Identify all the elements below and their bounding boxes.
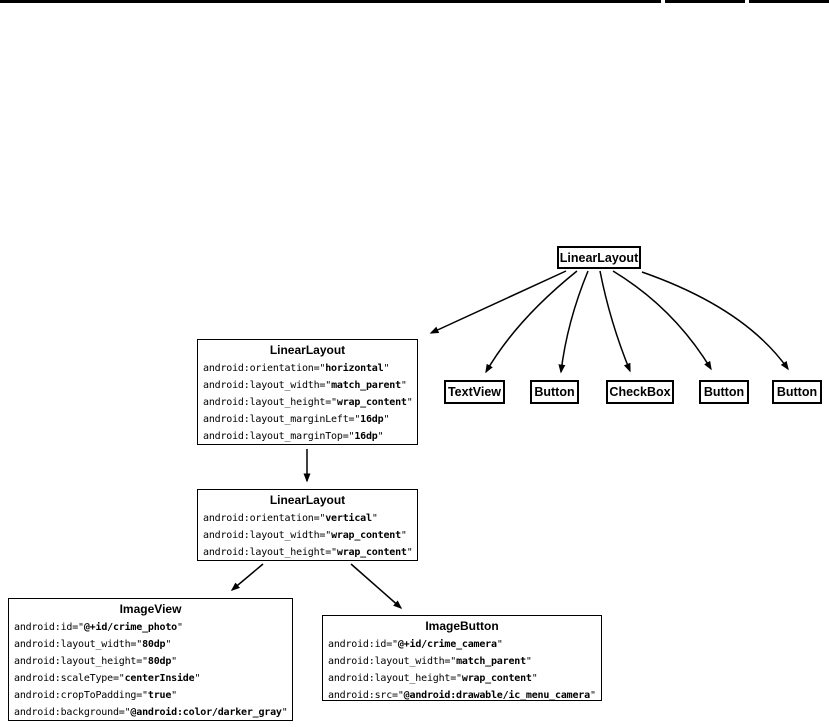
- page-edge-gap: [661, 0, 665, 3]
- page-edge-gap: [745, 0, 749, 3]
- attr-id: android:id="@+id/crime_camera": [328, 639, 503, 650]
- node-button-1: Button: [530, 380, 579, 404]
- node-title: CheckBox: [609, 385, 671, 399]
- attr-background: android:background="@android:color/darke…: [14, 707, 288, 718]
- node-button-2: Button: [699, 380, 749, 404]
- node-title: ImageButton: [425, 619, 499, 633]
- edge-root-to-textview: [485, 270, 578, 374]
- attr-layout-height: android:layout_height="80dp": [14, 656, 177, 667]
- node-title: Button: [703, 385, 745, 399]
- attr-layout-width: android:layout_width="match_parent": [203, 380, 407, 391]
- node-root-linearlayout: LinearLayout: [557, 246, 641, 269]
- node-linearlayout-horizontal: LinearLayout android:orientation="horizo…: [197, 339, 418, 445]
- edge-vlayout-to-imagebutton: [350, 563, 403, 609]
- attr-layout-margin-top: android:layout_marginTop="16dp": [203, 431, 384, 442]
- attr-layout-height: android:layout_height="wrap_content": [203, 397, 413, 408]
- node-textview: TextView: [444, 380, 505, 404]
- attr-src: android:src="@android:drawable/ic_menu_c…: [328, 690, 596, 701]
- attr-crop-to-padding: android:cropToPadding="true": [14, 690, 177, 701]
- attr-layout-width: android:layout_width="80dp": [14, 639, 172, 650]
- attr-layout-height: android:layout_height="wrap_content": [203, 547, 413, 558]
- node-linearlayout-vertical: LinearLayout android:orientation="vertic…: [197, 489, 418, 561]
- attr-layout-width: android:layout_width="match_parent": [328, 656, 532, 667]
- node-button-3: Button: [772, 380, 822, 404]
- node-title: Button: [534, 385, 575, 399]
- edge-vlayout-to-imageview: [230, 563, 264, 591]
- node-imageview: ImageView android:id="@+id/crime_photo" …: [8, 598, 293, 721]
- edge-root-to-checkbox: [599, 270, 631, 373]
- node-title: ImageView: [119, 602, 182, 616]
- node-imagebutton: ImageButton android:id="@+id/crime_camer…: [322, 615, 602, 701]
- edge-root-to-button-2: [612, 270, 712, 371]
- node-title: TextView: [447, 385, 502, 399]
- edge-root-to-hlayout: [429, 270, 567, 334]
- page-edge-bar: [0, 0, 829, 3]
- attr-layout-height: android:layout_height="wrap_content": [328, 673, 538, 684]
- attr-scale-type: android:scaleType="centerInside": [14, 673, 201, 684]
- edge-root-to-button-1: [558, 270, 589, 374]
- node-checkbox: CheckBox: [606, 380, 674, 404]
- node-title: LinearLayout: [559, 250, 639, 265]
- node-title: LinearLayout: [269, 343, 346, 357]
- attr-orientation: android:orientation="vertical": [203, 513, 378, 524]
- attr-id: android:id="@+id/crime_photo": [14, 622, 183, 633]
- node-title: Button: [776, 385, 818, 399]
- attr-layout-width: android:layout_width="wrap_content": [203, 530, 407, 541]
- attr-orientation: android:orientation="horizontal": [203, 363, 390, 374]
- node-title: LinearLayout: [269, 493, 346, 507]
- attr-layout-margin-left: android:layout_marginLeft="16dp": [203, 414, 390, 425]
- edge-root-to-button-3: [641, 271, 789, 371]
